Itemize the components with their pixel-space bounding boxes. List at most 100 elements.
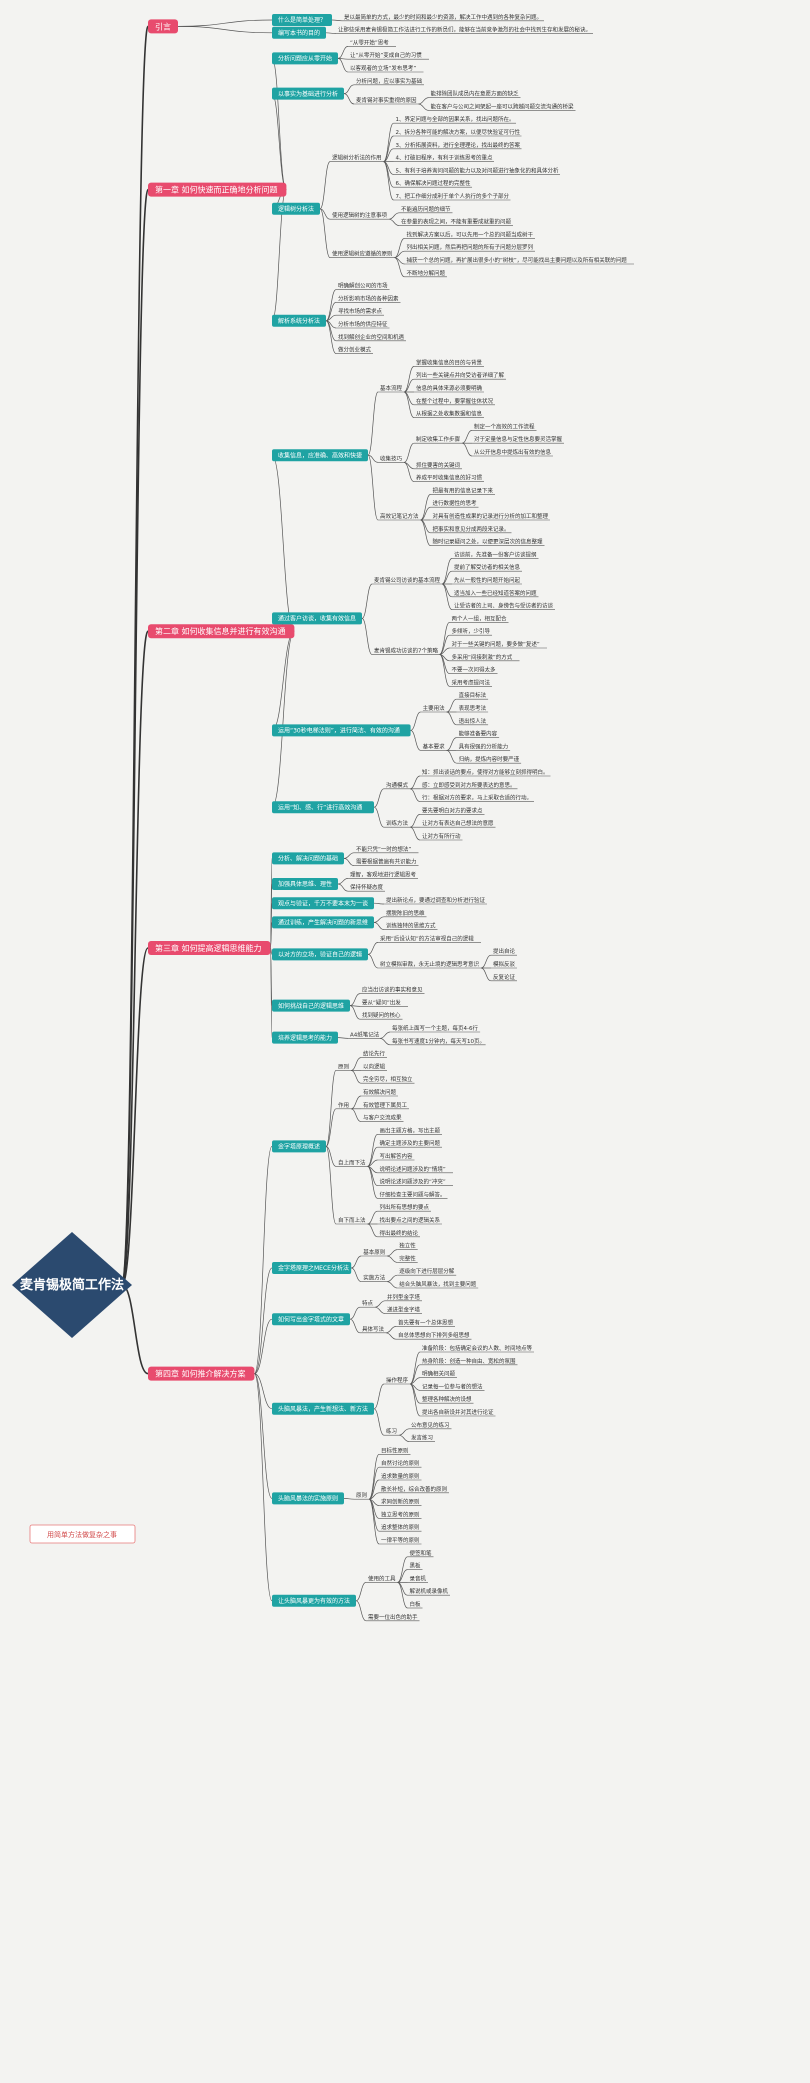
topic-node[interactable]: 从根据之处收集数据和信息 bbox=[414, 410, 484, 418]
topic-node[interactable]: 进行数据性的思考 bbox=[430, 499, 479, 508]
topic-node[interactable]: 是以最简单的方式，最少的时间和最少的资源，解决工作中遇到的各种复杂问题。 bbox=[342, 13, 544, 22]
topic-node[interactable]: 分析问题，应以事实为基础 bbox=[354, 77, 424, 86]
topic-node[interactable]: 寻找市场的需求点 bbox=[336, 307, 384, 316]
topic-node[interactable]: 追求数量的原则 bbox=[379, 1472, 422, 1481]
chapter-node[interactable]: 第三章 如何提高逻辑思维能力 bbox=[148, 941, 271, 955]
topic-node[interactable]: 收集技巧 bbox=[378, 454, 404, 463]
topic-node[interactable]: A4纸笔记法 bbox=[348, 1030, 381, 1039]
topic-node[interactable]: 仔细检查主要问题与解答。 bbox=[377, 1190, 448, 1199]
topic-node[interactable]: 适当加入一些已经知道答案的问题 bbox=[452, 589, 539, 598]
topic-node[interactable]: 发言练习 bbox=[409, 1434, 435, 1442]
chapter-node[interactable]: 第四章 如何推介解决方案 bbox=[148, 1366, 255, 1381]
topic-node[interactable]: 能排除团队成员内在意愿方面的缺乏 bbox=[428, 90, 521, 98]
topic-node[interactable]: 让对方有表达自己想法的意愿 bbox=[420, 819, 496, 828]
topic-node[interactable]: 做分创业模式 bbox=[336, 346, 373, 354]
section-node[interactable]: 如何写出金字塔式的文章 bbox=[272, 1313, 350, 1326]
section-node[interactable]: 金字塔原理概述 bbox=[272, 1140, 326, 1153]
topic-node[interactable]: 原则 bbox=[354, 1491, 369, 1500]
topic-node[interactable]: 随时记录疑问之处，以便更深层次的信息整理 bbox=[430, 538, 545, 546]
section-node[interactable]: 编写本书的目的 bbox=[272, 26, 326, 39]
topic-node[interactable]: 训练方法 bbox=[384, 819, 410, 828]
topic-node[interactable]: 自下而上法 bbox=[336, 1216, 368, 1225]
topic-node[interactable]: 与客户交流成果 bbox=[361, 1114, 404, 1122]
topic-node[interactable]: 让受访者的上司、身傍告与受访者的访谈 bbox=[452, 602, 555, 610]
topic-node[interactable]: 归纳，提炼内容时要严谨 bbox=[456, 755, 522, 764]
chapter-node[interactable]: 第二章 如何收集信息并进行有效沟通 bbox=[148, 624, 295, 639]
topic-node[interactable]: 3、分析拓展资料，进行全理理论，找出最终的答案 bbox=[393, 141, 522, 150]
topic-node[interactable]: 从公开信息中提炼出有效的信息 bbox=[472, 448, 553, 457]
topic-node[interactable]: 自然讨论的原则 bbox=[379, 1459, 422, 1468]
section-node[interactable]: 逻辑树分析法 bbox=[272, 202, 320, 215]
topic-node[interactable]: 表现思考法 bbox=[456, 704, 489, 713]
topic-node[interactable]: 每张纸上面写一个主题，每页4-6行 bbox=[390, 1024, 481, 1033]
topic-node[interactable]: 麦肯锡对事实重视的原因 bbox=[354, 96, 419, 105]
section-node[interactable]: 解析系统分析法 bbox=[272, 314, 326, 327]
topic-node[interactable]: 提出新论点，要通过调查和分析进行验证 bbox=[384, 896, 487, 905]
topic-node[interactable]: 完整性 bbox=[397, 1254, 418, 1263]
topic-node[interactable]: 说明论述问题涉及的“情境” bbox=[377, 1165, 454, 1174]
topic-node[interactable]: 找到解决方案以后，可以先用一个总的问题当成树干 bbox=[404, 230, 536, 239]
topic-node[interactable]: 公布意见的练习 bbox=[409, 1421, 452, 1430]
section-node[interactable]: 金字塔原理之MECE分析法 bbox=[272, 1262, 352, 1274]
topic-node[interactable]: 基本要求 bbox=[420, 742, 447, 751]
topic-node[interactable]: 要从“疑问”出发 bbox=[360, 998, 408, 1007]
topic-node[interactable]: 说明论述问题涉及的“冲突” bbox=[377, 1178, 454, 1186]
topic-node[interactable]: 独立思考的原则 bbox=[379, 1510, 422, 1519]
topic-node[interactable]: 感：立即感受到对方所要表达的意思。 bbox=[420, 781, 518, 790]
topic-node[interactable]: 知：抓出谈话的要点，使得对方能够立刻抓得明白。 bbox=[420, 768, 551, 777]
section-node[interactable]: 如何挑战自己的逻辑思维 bbox=[272, 999, 350, 1012]
topic-node[interactable]: 主要用法 bbox=[420, 704, 447, 713]
topic-node[interactable]: 提出自论 bbox=[491, 947, 517, 956]
chapter-node[interactable]: 引言 bbox=[148, 19, 178, 34]
topic-node[interactable]: 使用逻辑树应遵循的原则 bbox=[330, 250, 395, 258]
topic-node[interactable]: 让对方有所行动 bbox=[420, 832, 463, 841]
section-node[interactable]: 通过训练，产生解决问题的新思维 bbox=[272, 916, 374, 929]
topic-node[interactable]: 逐级向下进行层层分解 bbox=[397, 1267, 457, 1276]
topic-node[interactable]: 以客观者的立场“发布思考” bbox=[348, 64, 424, 73]
topic-node[interactable]: 练习 bbox=[384, 1427, 399, 1436]
topic-node[interactable]: 1、界定问题与全部的因果关系，找出问题所在。 bbox=[393, 115, 517, 124]
topic-node[interactable]: 模拟反驳 bbox=[491, 960, 517, 969]
topic-node[interactable]: 行：根据对方的要求，马上采取合适的行动。 bbox=[420, 794, 534, 802]
topic-node[interactable]: 6、确保解决问题过程的完整性 bbox=[393, 179, 473, 188]
topic-node[interactable]: 具有很强的分析能力 bbox=[456, 742, 511, 751]
topic-node[interactable]: 在参量的表现之间，不能有重要成就重的问题 bbox=[399, 218, 513, 226]
topic-node[interactable]: 能在客户与公司之间架起一座可以跨越问题交流沟通的桥梁 bbox=[428, 102, 576, 111]
topic-node[interactable]: 画出主题方格，写出主题 bbox=[377, 1126, 443, 1135]
section-node[interactable]: 以事实为基础进行分析 bbox=[272, 87, 344, 100]
topic-node[interactable]: 捕获一个总的问题，再扩展出很多小的“树枝”，尽可能找出主要问题以及所有相关联的问… bbox=[404, 256, 635, 265]
section-node[interactable]: 收集信息，应准确、高效和快捷 bbox=[272, 449, 368, 462]
topic-node[interactable]: 树立模拟审裁，永无止境的逻辑思考意识 bbox=[378, 960, 481, 969]
section-node[interactable]: 什么是简单处理？ bbox=[272, 14, 332, 26]
topic-node[interactable]: 确定主题涉及的主要问题 bbox=[377, 1139, 443, 1148]
topic-node[interactable]: 采用考虑提问法 bbox=[449, 678, 493, 687]
topic-node[interactable]: 整理各种解决的设想 bbox=[420, 1395, 474, 1404]
topic-node[interactable]: 逻辑树分析法的作用 bbox=[330, 154, 384, 162]
topic-node[interactable]: 把事实和意见分成两段来记录。 bbox=[430, 525, 512, 534]
topic-node[interactable]: 不断地分解问题 bbox=[404, 269, 448, 278]
topic-node[interactable]: 保持怀疑态度 bbox=[348, 883, 385, 892]
topic-node[interactable]: 不能只凭“一时的想法” bbox=[354, 845, 419, 854]
topic-node[interactable]: 自总体思想向下排列多组思想 bbox=[396, 1331, 472, 1340]
topic-node[interactable]: 信息的具体来源必须要明确 bbox=[414, 384, 484, 393]
topic-node[interactable]: 并列型金字塔 bbox=[385, 1293, 422, 1302]
topic-node[interactable]: 养成平时收集信息的好习惯 bbox=[414, 474, 484, 482]
topic-node[interactable]: 先从一般性的问题开始问起 bbox=[452, 576, 522, 585]
topic-node[interactable]: 高效记笔记方法 bbox=[378, 512, 421, 521]
topic-node[interactable]: 提出各自新设并对其进行论证 bbox=[420, 1408, 496, 1417]
topic-node[interactable]: 每张书写速度1分钟内，每天写10页。 bbox=[390, 1037, 486, 1046]
topic-node[interactable]: 语出惊人法 bbox=[456, 717, 489, 726]
topic-node[interactable]: 基本原则 bbox=[361, 1248, 388, 1257]
topic-node[interactable]: 找到疑问的核心 bbox=[360, 1011, 403, 1020]
topic-node[interactable]: 录音机 bbox=[407, 1574, 429, 1583]
topic-node[interactable]: 两个人一组，相互配合 bbox=[449, 614, 509, 623]
topic-node[interactable]: 实施方法 bbox=[361, 1274, 388, 1282]
topic-node[interactable]: 对于定量信息与定性信息要灵活掌握 bbox=[472, 435, 564, 444]
topic-node[interactable]: 基本流程 bbox=[378, 384, 404, 393]
topic-node[interactable]: 明确解创公司的市场 bbox=[336, 282, 390, 290]
topic-node[interactable]: 列出相关问题，然后再把问题的所有子问题分层罗列 bbox=[404, 243, 536, 252]
topic-node[interactable]: 首先要有一个总体思想 bbox=[396, 1318, 455, 1327]
topic-node[interactable]: 白板 bbox=[407, 1600, 423, 1609]
section-node[interactable]: 运用“知、感、行”进行高效沟通 bbox=[272, 801, 374, 814]
topic-node[interactable]: 列出一些关键点并向受访者详细了解 bbox=[414, 371, 506, 380]
